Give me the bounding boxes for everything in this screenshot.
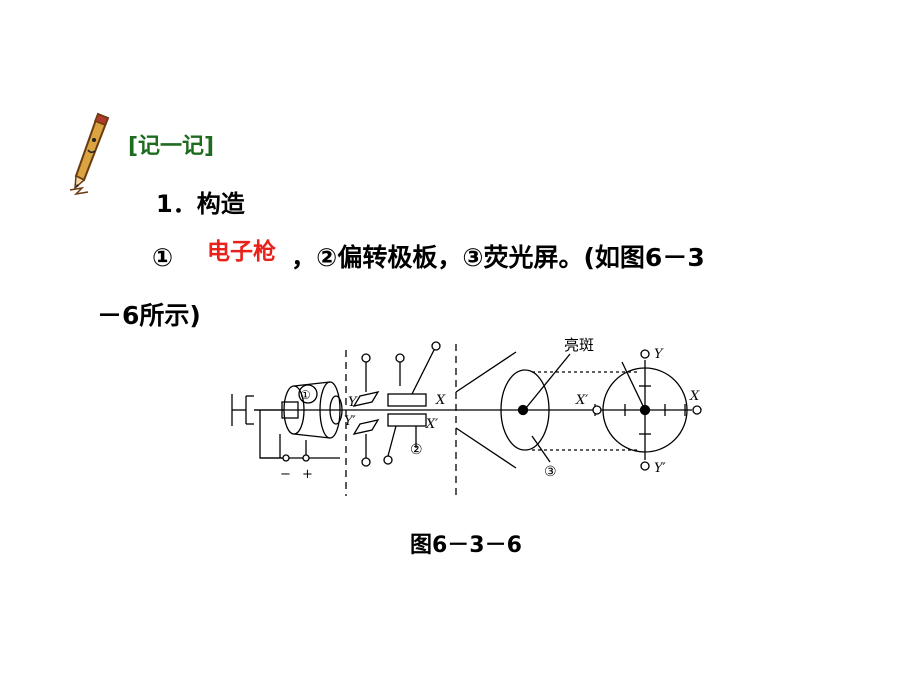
- answer-electron-gun: 电子枪: [207, 239, 276, 265]
- heater-symbol: [231, 394, 254, 426]
- label-yp-left: Y′: [344, 414, 356, 429]
- figure-caption: 图6－3－6: [410, 533, 522, 558]
- y-plate-top: [352, 391, 380, 407]
- gun-body: [293, 381, 331, 439]
- structure-rest: ，②偏转极板，③荧光屏。(如图6－3: [291, 243, 705, 272]
- label-screen: ③: [544, 464, 557, 480]
- marker-one: ①: [152, 243, 174, 272]
- label-gun: ①: [300, 388, 311, 402]
- label-y-screen: Y: [654, 347, 664, 362]
- label-x-plate: X: [435, 393, 446, 408]
- y-plate-bottom: [352, 419, 380, 435]
- pencil-icon: [69, 112, 110, 196]
- oscilloscope-diagram: ① ② ③ 亮斑 Y Y′ X X′ Y Y′ X′ X − +: [231, 336, 702, 496]
- label-plus: +: [302, 467, 313, 482]
- label-y-left: Y: [348, 395, 358, 410]
- structure-line-cont: －6所示): [97, 301, 201, 330]
- tube-cone: [455, 351, 517, 469]
- structure-line: ① ，②偏转极板，③荧光屏。(如图6－3: [152, 238, 705, 274]
- label-x-screen: X: [689, 389, 700, 404]
- label-minus: −: [280, 467, 291, 482]
- label-xp-screen: X′: [575, 393, 588, 408]
- x-plate-bottom: [387, 413, 427, 427]
- x-plate-top: [387, 393, 427, 407]
- gun-marker-circle: [298, 384, 318, 404]
- label-xp-plate: X′: [425, 417, 438, 432]
- bright-spot: [517, 404, 529, 416]
- item-heading: 1．构造: [156, 190, 245, 218]
- label-yp-screen: Y′: [654, 461, 666, 476]
- label-bright-spot: 亮斑: [564, 336, 594, 354]
- section-tag: [记一记]: [128, 134, 215, 159]
- label-plates: ②: [410, 442, 423, 458]
